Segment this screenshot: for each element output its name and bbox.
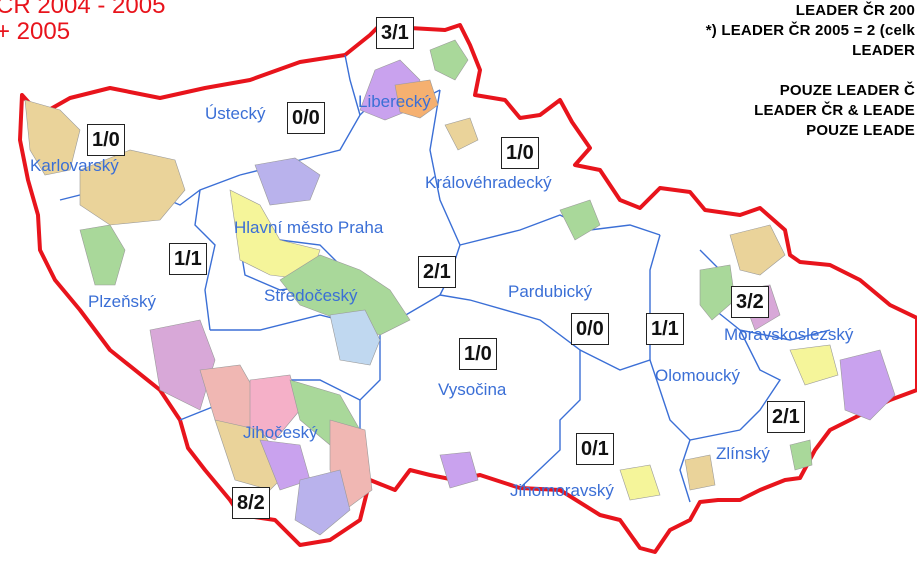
header-leader-line3: LEADER	[852, 42, 915, 59]
legend-line2: LEADER ČR & LEADE	[754, 102, 915, 119]
lag-patches	[24, 39, 896, 536]
region-label-ustecky: Ústecký	[205, 104, 266, 123]
region-label-kralovehradecky: Královéhradecký	[425, 173, 552, 192]
legend-line3: POUZE LEADE	[806, 122, 915, 139]
region-label-olomoucky: Olomoucký	[655, 366, 741, 385]
region-label-pardubicky: Pardubický	[508, 282, 593, 301]
region-label-plzensky: Plzeňský	[88, 292, 157, 311]
count-box-liberecky: 3/1	[376, 17, 414, 49]
region-label-vysocina: Vysočina	[438, 380, 507, 399]
count-box-pardubicky: 0/0	[571, 313, 609, 345]
title-period: ČR 2004 - 2005	[0, 0, 166, 19]
region-label-moravskoslezsky: Moravskoslezský	[724, 325, 854, 344]
count-box-zlinsky: 2/1	[767, 401, 805, 433]
legend-line1: POUZE LEADER Č	[779, 82, 915, 99]
count-box-olomoucky: 1/1	[646, 313, 684, 345]
count-box-jihomoravsky: 0/1	[576, 433, 614, 465]
header-leader-line2: *) LEADER ČR 2005 = 2 (celk	[705, 22, 915, 39]
region-label-liberecky: Liberecký	[358, 92, 431, 111]
header-leader-line1: LEADER ČR 200	[795, 2, 915, 19]
count-box-jihocesky: 8/2	[232, 487, 270, 519]
count-box-stredocesky: 2/1	[418, 256, 456, 288]
count-box-vysocina: 1/0	[459, 338, 497, 370]
region-label-jihomoravsky: Jihomoravský	[510, 481, 614, 500]
region-label-stredocesky: Středočeský	[264, 286, 358, 305]
count-box-ustecky: 0/0	[287, 102, 325, 134]
count-box-plzensky: 1/1	[169, 243, 207, 275]
region-label-praha: Hlavní město Praha	[234, 218, 384, 237]
region-label-zlinsky: Zlínský	[716, 444, 770, 463]
count-box-moravskoslezsky: 3/2	[731, 286, 769, 318]
region-label-jihocesky: Jihočeský	[243, 423, 318, 442]
count-box-kralovehradecky: 1/0	[501, 137, 539, 169]
count-box-karlovarsky: 1/0	[87, 124, 125, 156]
region-label-karlovarsky: Karlovarský	[30, 156, 119, 175]
title-year: + 2005	[0, 18, 71, 45]
